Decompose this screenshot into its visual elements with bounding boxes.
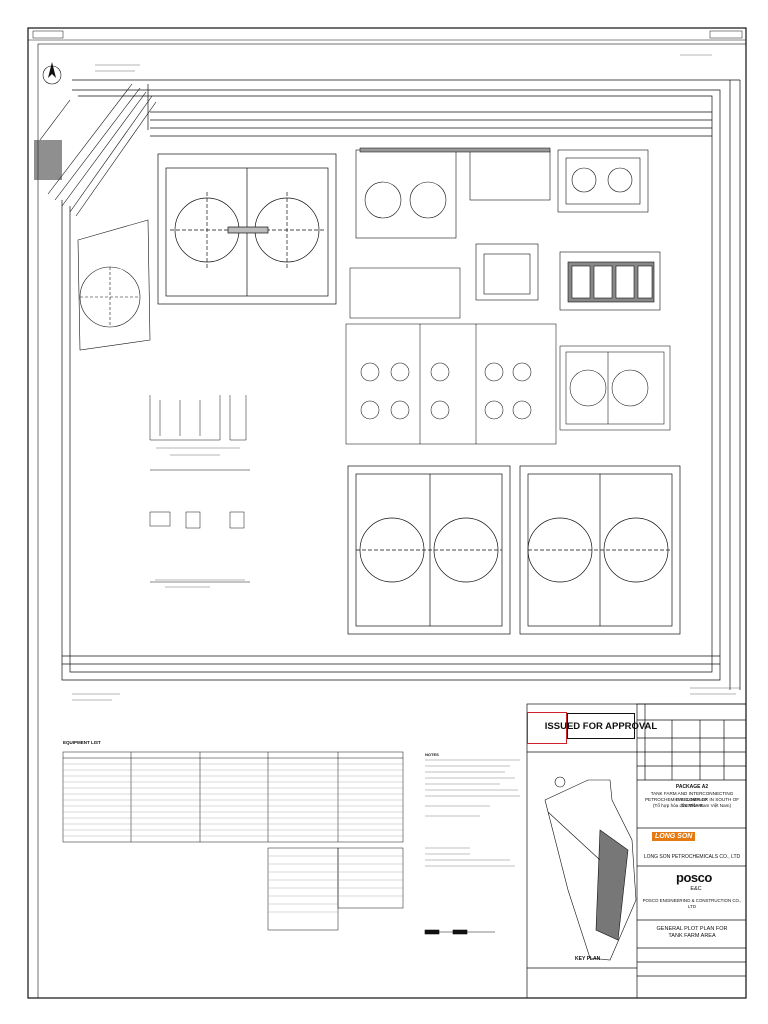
notes-title: NOTES	[425, 752, 439, 757]
key-plan-drawing	[544, 776, 637, 961]
issued-for-approval-stamp: ISSUED FOR APPROVAL	[545, 713, 657, 739]
posco-sub-logo: E&C	[690, 886, 702, 892]
package-label: PACKAGE A2	[675, 784, 709, 790]
north-arrow-icon	[42, 62, 62, 85]
project-line-3: (Tổ hợp hóa dầu Miền Nam Việt Nam)	[653, 803, 731, 808]
hatched-area	[34, 140, 62, 180]
approval-red-box	[527, 712, 567, 744]
contractor-name: POSCO ENGINEERING & CONSTRUCTION CO., LT…	[642, 898, 742, 909]
posco-logo: posco	[676, 870, 712, 885]
long-son-logo: LONG SON	[652, 832, 696, 841]
drawing-title-line-2: TANK FARM AREA	[668, 933, 716, 939]
project-line-1: TANK FARM AND INTERCONNECTING PIPELINES …	[650, 791, 734, 802]
drawing-title-line-1: GENERAL PLOT PLAN FOR	[656, 926, 728, 932]
key-plan-label: KEY PLAN	[575, 956, 601, 962]
project-line-2: PETROCHEMICAL COMPLEX IN SOUTH OF VIETNA…	[644, 797, 739, 808]
equipment-list-title: EQUIPMENT LIST	[63, 740, 101, 745]
owner-name: LONG SON PETROCHEMICALS CO., LTD	[643, 854, 741, 860]
